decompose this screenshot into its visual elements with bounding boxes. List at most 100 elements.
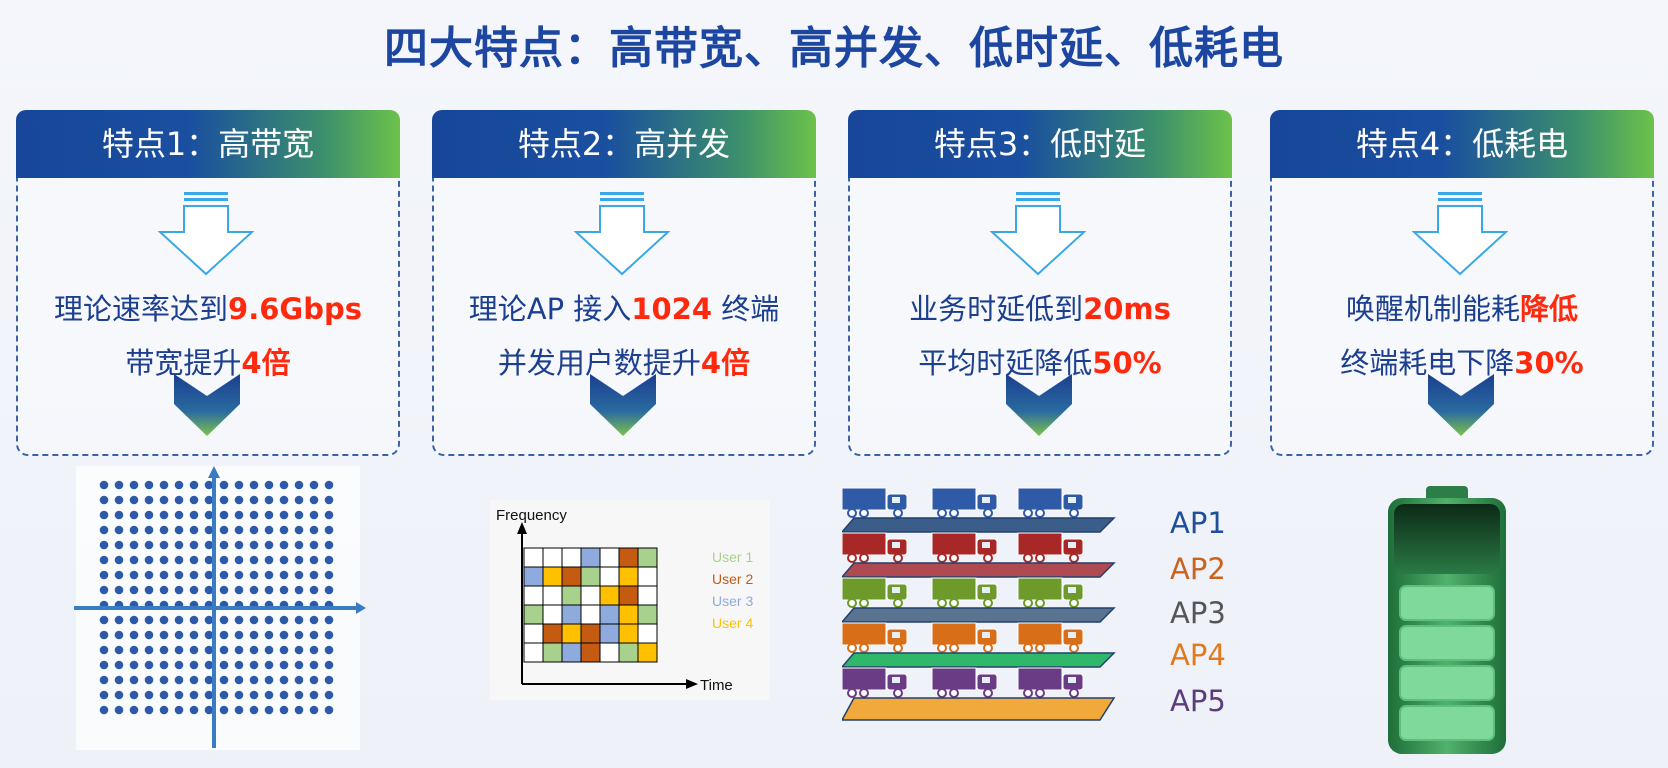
constellation-point xyxy=(219,645,229,655)
constellation-point xyxy=(174,495,184,505)
constellation-point xyxy=(324,675,334,685)
resource-cells xyxy=(523,547,658,663)
constellation-point xyxy=(99,705,109,715)
constellation-point xyxy=(219,525,229,535)
constellation-point xyxy=(249,540,259,550)
resource-cell xyxy=(599,547,620,568)
resource-cell xyxy=(637,585,658,606)
constellation-point xyxy=(159,525,169,535)
resource-cell xyxy=(580,566,601,587)
constellation-point xyxy=(309,480,319,490)
constellation-point xyxy=(159,585,169,595)
constellation-point xyxy=(279,615,289,625)
resource-cell xyxy=(542,604,563,625)
truck-icon xyxy=(1017,577,1084,608)
constellation-point xyxy=(294,615,304,625)
constellation-point xyxy=(234,480,244,490)
constellation-point xyxy=(249,525,259,535)
time-axis-label: Time xyxy=(700,677,733,694)
constellation-point xyxy=(219,690,229,700)
constellation-point xyxy=(324,510,334,520)
ap-label-2: AP2 xyxy=(1170,552,1226,586)
constellation-point xyxy=(174,645,184,655)
constellation-point xyxy=(294,690,304,700)
feature-card-3: 特点3：低时延 业务时延低到20ms 平均时延降低50% xyxy=(848,110,1232,456)
constellation-point xyxy=(189,675,199,685)
constellation-point xyxy=(324,525,334,535)
frequency-axis-label: Frequency xyxy=(496,507,567,524)
feature-card-2: 特点2：高并发 理论AP 接入1024 终端 并发用户数提升4倍 xyxy=(432,110,816,456)
constellation-point xyxy=(99,480,109,490)
ap-layer-plate xyxy=(842,652,1116,668)
constellation-point xyxy=(189,660,199,670)
battery-cell xyxy=(1399,585,1495,621)
constellation-point xyxy=(99,495,109,505)
constellation-points xyxy=(99,480,334,715)
constellation-point xyxy=(309,555,319,565)
constellation-point xyxy=(129,495,139,505)
constellation-point xyxy=(294,585,304,595)
constellation-point xyxy=(264,585,274,595)
constellation-point xyxy=(234,495,244,505)
constellation-point xyxy=(324,660,334,670)
resource-cell xyxy=(561,604,582,625)
constellation-point xyxy=(249,675,259,685)
truck-icon xyxy=(931,532,998,563)
constellation-point xyxy=(324,570,334,580)
resource-cell xyxy=(599,623,620,644)
constellation-point xyxy=(279,525,289,535)
constellation-point xyxy=(159,555,169,565)
resource-cell xyxy=(599,585,620,606)
resource-cell xyxy=(523,604,544,625)
constellation-point xyxy=(249,570,259,580)
constellation-point xyxy=(204,615,214,625)
constellation-point xyxy=(189,585,199,595)
resource-cell xyxy=(637,623,658,644)
truck-icon xyxy=(842,487,908,518)
constellation-point xyxy=(324,540,334,550)
constellation-point xyxy=(219,675,229,685)
constellation-point xyxy=(174,585,184,595)
constellation-point xyxy=(279,495,289,505)
constellation-point xyxy=(144,705,154,715)
constellation-point xyxy=(204,675,214,685)
feature-line-1: 理论速率达到9.6Gbps xyxy=(54,292,362,326)
constellation-point xyxy=(144,510,154,520)
constellation-point xyxy=(219,510,229,520)
constellation-point xyxy=(189,540,199,550)
constellation-point xyxy=(189,525,199,535)
resource-cell xyxy=(561,585,582,606)
ap-layer-plate xyxy=(842,517,1116,533)
constellation-point xyxy=(324,630,334,640)
constellation-point xyxy=(174,480,184,490)
constellation-point xyxy=(279,510,289,520)
constellation-point xyxy=(219,555,229,565)
constellation-point xyxy=(279,540,289,550)
constellation-point xyxy=(234,690,244,700)
constellation-point xyxy=(189,630,199,640)
constellation-point xyxy=(144,555,154,565)
constellation-point xyxy=(204,480,214,490)
resource-cell xyxy=(637,547,658,568)
constellation-point xyxy=(309,645,319,655)
constellation-point xyxy=(129,645,139,655)
constellation-point xyxy=(174,660,184,670)
feature-line-1: 业务时延低到20ms xyxy=(909,292,1171,326)
constellation-point xyxy=(159,630,169,640)
constellation-point xyxy=(114,540,124,550)
feature-line-2: 带宽提升4倍 xyxy=(125,346,291,380)
constellation-point xyxy=(279,555,289,565)
constellation-point xyxy=(99,585,109,595)
constellation-point xyxy=(204,570,214,580)
feature-card-4: 特点4：低耗电 唤醒机制能耗降低 终端耗电下降30% xyxy=(1270,110,1654,456)
constellation-point xyxy=(99,525,109,535)
constellation-point xyxy=(144,540,154,550)
constellation-point xyxy=(129,675,139,685)
constellation-point xyxy=(174,525,184,535)
resource-cell xyxy=(542,566,563,587)
q-axis-arrow-icon xyxy=(208,466,220,478)
constellation-point xyxy=(204,525,214,535)
constellation-point xyxy=(129,510,139,520)
constellation-point xyxy=(219,660,229,670)
constellation-point xyxy=(219,630,229,640)
